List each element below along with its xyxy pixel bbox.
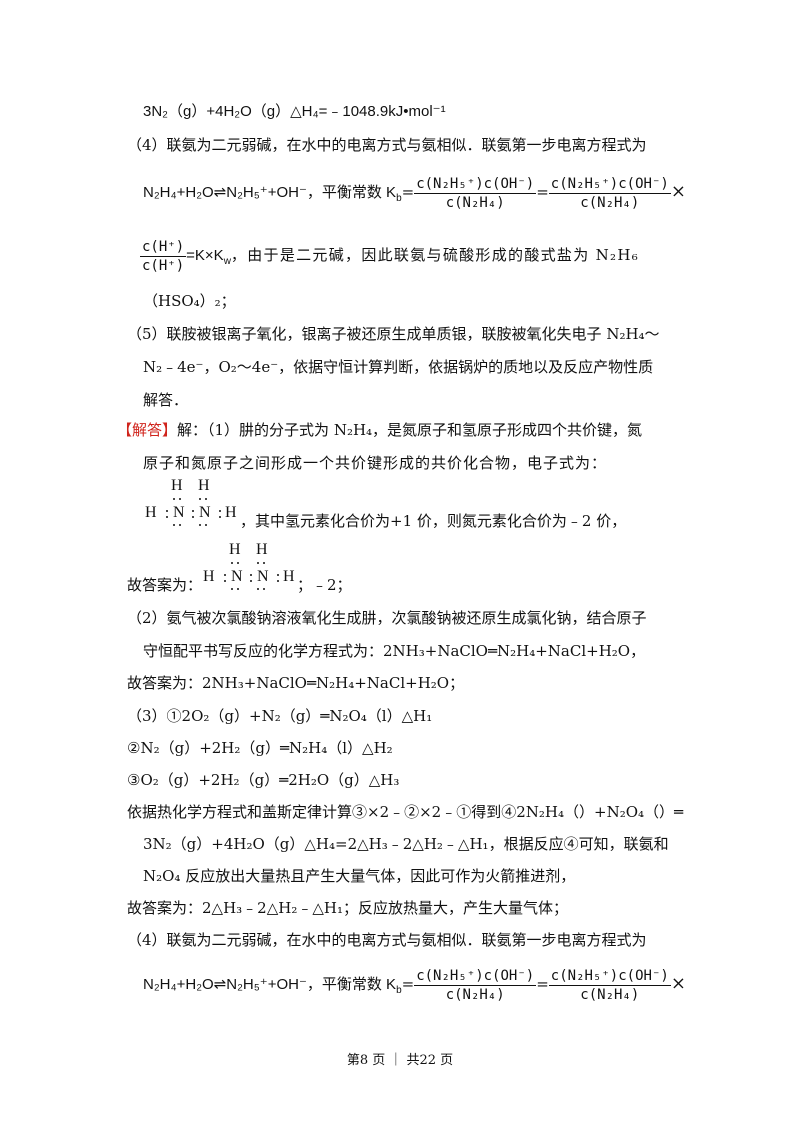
electron-dot (250, 580, 252, 582)
electron-dot (237, 562, 239, 564)
electron-dot (231, 562, 233, 564)
part-3-equation-1: （3）①2O₂（g）+N₂（g）═N₂O₄（l）△H₁ (127, 707, 433, 725)
fraction-3: c(H⁺)c(H⁺) (140, 238, 187, 275)
electron-dot (166, 516, 168, 518)
equals-sign: = (536, 975, 549, 993)
continuation-text: ，由于是二元碱，因此联氨与硫酸形成的酸式盐为 N₂H₆ (230, 246, 640, 264)
fraction-1: c(N₂H₅⁺)c(OH⁻)c(N₂H₄) (414, 175, 537, 212)
fraction-1-numerator: c(N₂H₅⁺)c(OH⁻) (416, 175, 535, 192)
answer-text-1: 解：（1）肼的分子式为 N₂H₄，是氮原子和氢原子形成四个共价键，氮 (177, 421, 643, 439)
electron-dot (192, 510, 194, 512)
lewis-n-right: N (257, 568, 269, 585)
kkw-text: =K×K (186, 247, 224, 264)
section-5-line-1: （5）联胺被银离子氧化，银离子被还原生成单质银，联胺被氧化失电子 N₂H₄～ (127, 325, 660, 343)
part-3-answer: 故答案为：2△H₃﹣2△H₂﹣△H₁；反应放热量大，产生大量气体； (127, 899, 568, 917)
electron-dot (263, 562, 265, 564)
electron-dot (257, 588, 259, 590)
lewis-h-top-right: H (198, 477, 210, 494)
fraction-2-denominator: c(N₂H₄) (548, 192, 671, 212)
electron-dot (237, 588, 239, 590)
lewis-n-right: N (199, 504, 211, 521)
electron-dot (231, 588, 233, 590)
kb-subscript: b (396, 193, 402, 204)
equals-sign: = (536, 183, 549, 201)
section-4-title-repeat: （4）联氨为二元弱碱，在水中的电离方式与氨相似．联氨第一步电离方程式为 (127, 931, 647, 949)
times-sign: × (670, 181, 686, 202)
lewis-n-left: N (173, 504, 185, 521)
equilibrium-equation-repeat: N₂H₄+H₂O⇌N₂H₅⁺+OH⁻，平衡常数 Kb=c(N₂H₅⁺)c(OH⁻… (143, 960, 686, 1015)
equation-prefix: N₂H₄+H₂O⇌N₂H₅⁺+OH⁻，平衡常数 K (143, 976, 397, 993)
fraction-2-numerator: c(N₂H₅⁺)c(OH⁻) (550, 175, 669, 192)
fraction-3-denominator: c(H⁺) (140, 255, 187, 274)
lewis-h-left: H (145, 504, 157, 521)
electron-dot (199, 498, 201, 500)
lewis-structure-2: H H H N N H (201, 542, 311, 592)
part-2-answer: 故答案为：2NH₃+NaClO═N₂H₄+NaCl+H₂O； (127, 674, 465, 692)
part-3-equation-2: ②N₂（g）+2H₂（g）═N₂H₄（l）△H₂ (127, 739, 393, 757)
electron-dot (263, 588, 265, 590)
answer-line-4-tail: ；﹣2； (297, 576, 352, 594)
electron-dot (192, 516, 194, 518)
answer-line-3: ，其中氢元素化合价为+1 价，则氮元素化合价为﹣2 价， (240, 512, 627, 530)
part-3-line-2: 3N₂（g）+4H₂O（g）△H₄=2△H₃﹣2△H₂﹣△H₁，根据反应④可知，… (143, 835, 669, 853)
electron-dot (257, 562, 259, 564)
electron-dot (205, 498, 207, 500)
equals-sign: = (401, 183, 415, 201)
electron-dot (224, 574, 226, 576)
part-3-line-3: N₂O₄ 反应放出大量热且产生大量气体，因此可作为火箭推进剂， (143, 867, 576, 885)
lewis-h-left: H (203, 568, 215, 585)
section-4-title: （4）联氨为二元弱碱，在水中的电离方式与氨相似．联氨第一步电离方程式为 (127, 136, 647, 154)
part-3-equation-3: ③O₂（g）+2H₂（g）═2H₂O（g）△H₃ (127, 771, 400, 789)
times-sign: × (670, 973, 686, 994)
fraction-2-numerator: c(N₂H₅⁺)c(OH⁻) (550, 967, 669, 984)
answer-line-1: 【解答】解：（1）肼的分子式为 N₂H₄，是氮原子和氢原子形成四个共价键，氮 (117, 420, 642, 440)
fraction-2: c(N₂H₅⁺)c(OH⁻)c(N₂H₄) (548, 175, 671, 212)
electron-dot (219, 510, 221, 512)
lewis-h-top-right: H (256, 541, 268, 558)
equilibrium-continuation: c(H⁺)c(H⁺)=K×Kw，由于是二元碱，因此联氨与硫酸形成的酸式盐为 N₂… (140, 233, 639, 284)
fraction-2: c(N₂H₅⁺)c(OH⁻)c(N₂H₄) (548, 967, 671, 1004)
electron-dot (277, 580, 279, 582)
electron-dot (224, 580, 226, 582)
kb-subscript: b (396, 985, 402, 996)
electron-dot (219, 516, 221, 518)
lewis-n-left: N (231, 568, 243, 585)
electron-dot (205, 524, 207, 526)
answer-label: 故答案为： (127, 576, 203, 594)
answer-tag: 【解答】 (117, 421, 178, 439)
fraction-1-denominator: c(N₂H₄) (414, 984, 537, 1004)
section-5-line-2: N₂﹣4e⁻，O₂～4e⁻，依据守恒计算判断，依据锅炉的质地以及反应产物性质 (143, 358, 654, 376)
kw-subscript: w (223, 256, 231, 267)
lewis-structure-1: H H H N N H (143, 478, 253, 528)
fraction-1-numerator: c(N₂H₅⁺)c(OH⁻) (416, 967, 535, 984)
electron-dot (173, 498, 175, 500)
answer-line-2: 原子和氮原子之间形成一个共价键形成的共价化合物，电子式为： (143, 454, 608, 472)
lewis-h-top-left: H (229, 541, 241, 558)
electron-dot (250, 574, 252, 576)
part-3-line-1: 依据热化学方程式和盖斯定律计算③×2﹣②×2﹣①得到④2N₂H₄（）+N₂O₄（… (127, 803, 684, 821)
fraction-3-numerator: c(H⁺) (142, 238, 185, 255)
equation-prefix: N₂H₄+H₂O⇌N₂H₅⁺+OH⁻，平衡常数 K (143, 184, 397, 201)
electron-dot (179, 498, 181, 500)
acid-salt-formula: （HSO₄）₂； (143, 292, 236, 310)
lewis-h-right: H (283, 568, 295, 585)
equilibrium-equation: N₂H₄+H₂O⇌N₂H₅⁺+OH⁻，平衡常数 Kb=c(N₂H₅⁺)c(OH⁻… (143, 168, 686, 223)
equals-sign: = (401, 975, 415, 993)
equation-line: 3N₂（g）+4H₂O（g）△H₄=﹣1048.9kJ•mol⁻¹ (143, 103, 446, 120)
page-footer: 第8 页 ｜ 共22 页 (346, 1053, 454, 1068)
part-2-line-1: （2）氨气被次氯酸钠溶液氧化生成肼，次氯酸钠被还原生成氯化钠，结合原子 (127, 609, 647, 627)
fraction-2-denominator: c(N₂H₄) (548, 984, 671, 1004)
section-5-line-3: 解答． (143, 391, 189, 409)
electron-dot (166, 510, 168, 512)
fraction-1: c(N₂H₅⁺)c(OH⁻)c(N₂H₄) (414, 967, 537, 1004)
lewis-h-right: H (225, 504, 237, 521)
electron-dot (277, 574, 279, 576)
electron-dot (173, 524, 175, 526)
part-2-line-2: 守恒配平书写反应的化学方程式为：2NH₃+NaClO═N₂H₄+NaCl+H₂O… (143, 642, 646, 660)
electron-dot (199, 524, 201, 526)
electron-dot (179, 524, 181, 526)
fraction-1-denominator: c(N₂H₄) (414, 192, 537, 212)
lewis-h-top-left: H (171, 477, 183, 494)
